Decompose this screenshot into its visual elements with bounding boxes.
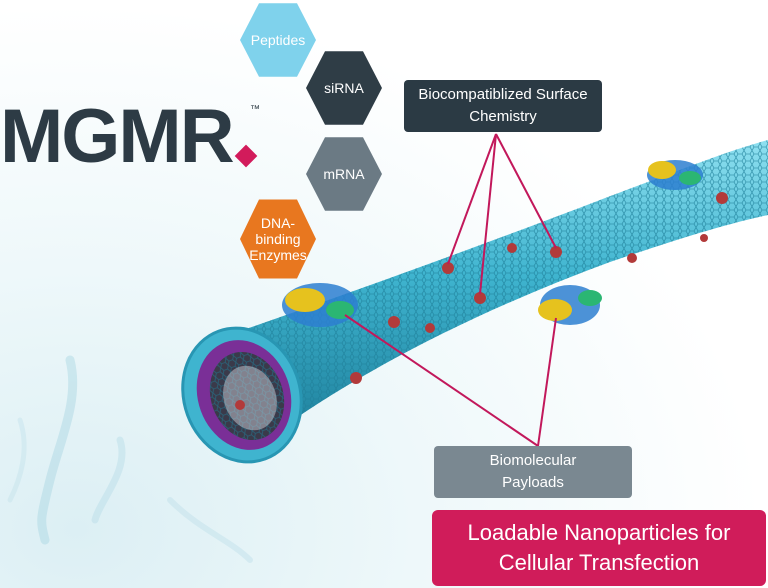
protein-2 xyxy=(538,285,602,325)
hex-peptides-label: Peptides xyxy=(250,31,306,48)
connector-lines xyxy=(344,133,557,447)
protein-payloads xyxy=(282,160,703,327)
hex-mrna-label: mRNA xyxy=(323,165,365,182)
main-nanotube xyxy=(181,140,768,464)
protein-1 xyxy=(282,283,358,327)
callout-surface-chemistry: Biocompatiblized Surface Chemistry xyxy=(404,80,602,132)
hex-sirna-label: siRNA xyxy=(324,79,364,96)
surface-molecules xyxy=(235,192,728,410)
logo-accent-mark xyxy=(234,144,258,168)
mgmr-logo: MGMR ™ xyxy=(0,100,260,170)
trademark-symbol: ™ xyxy=(250,104,260,115)
background-tubes xyxy=(7,355,253,563)
title-banner: Loadable Nanoparticles for Cellular Tran… xyxy=(432,510,766,586)
logo-wordmark: MGMR xyxy=(0,100,234,170)
protein-3 xyxy=(647,160,703,190)
hex-dna-label: DNA- binding Enzymes xyxy=(249,214,307,264)
callout-biomolecular-payloads: Biomolecular Payloads xyxy=(434,446,632,498)
